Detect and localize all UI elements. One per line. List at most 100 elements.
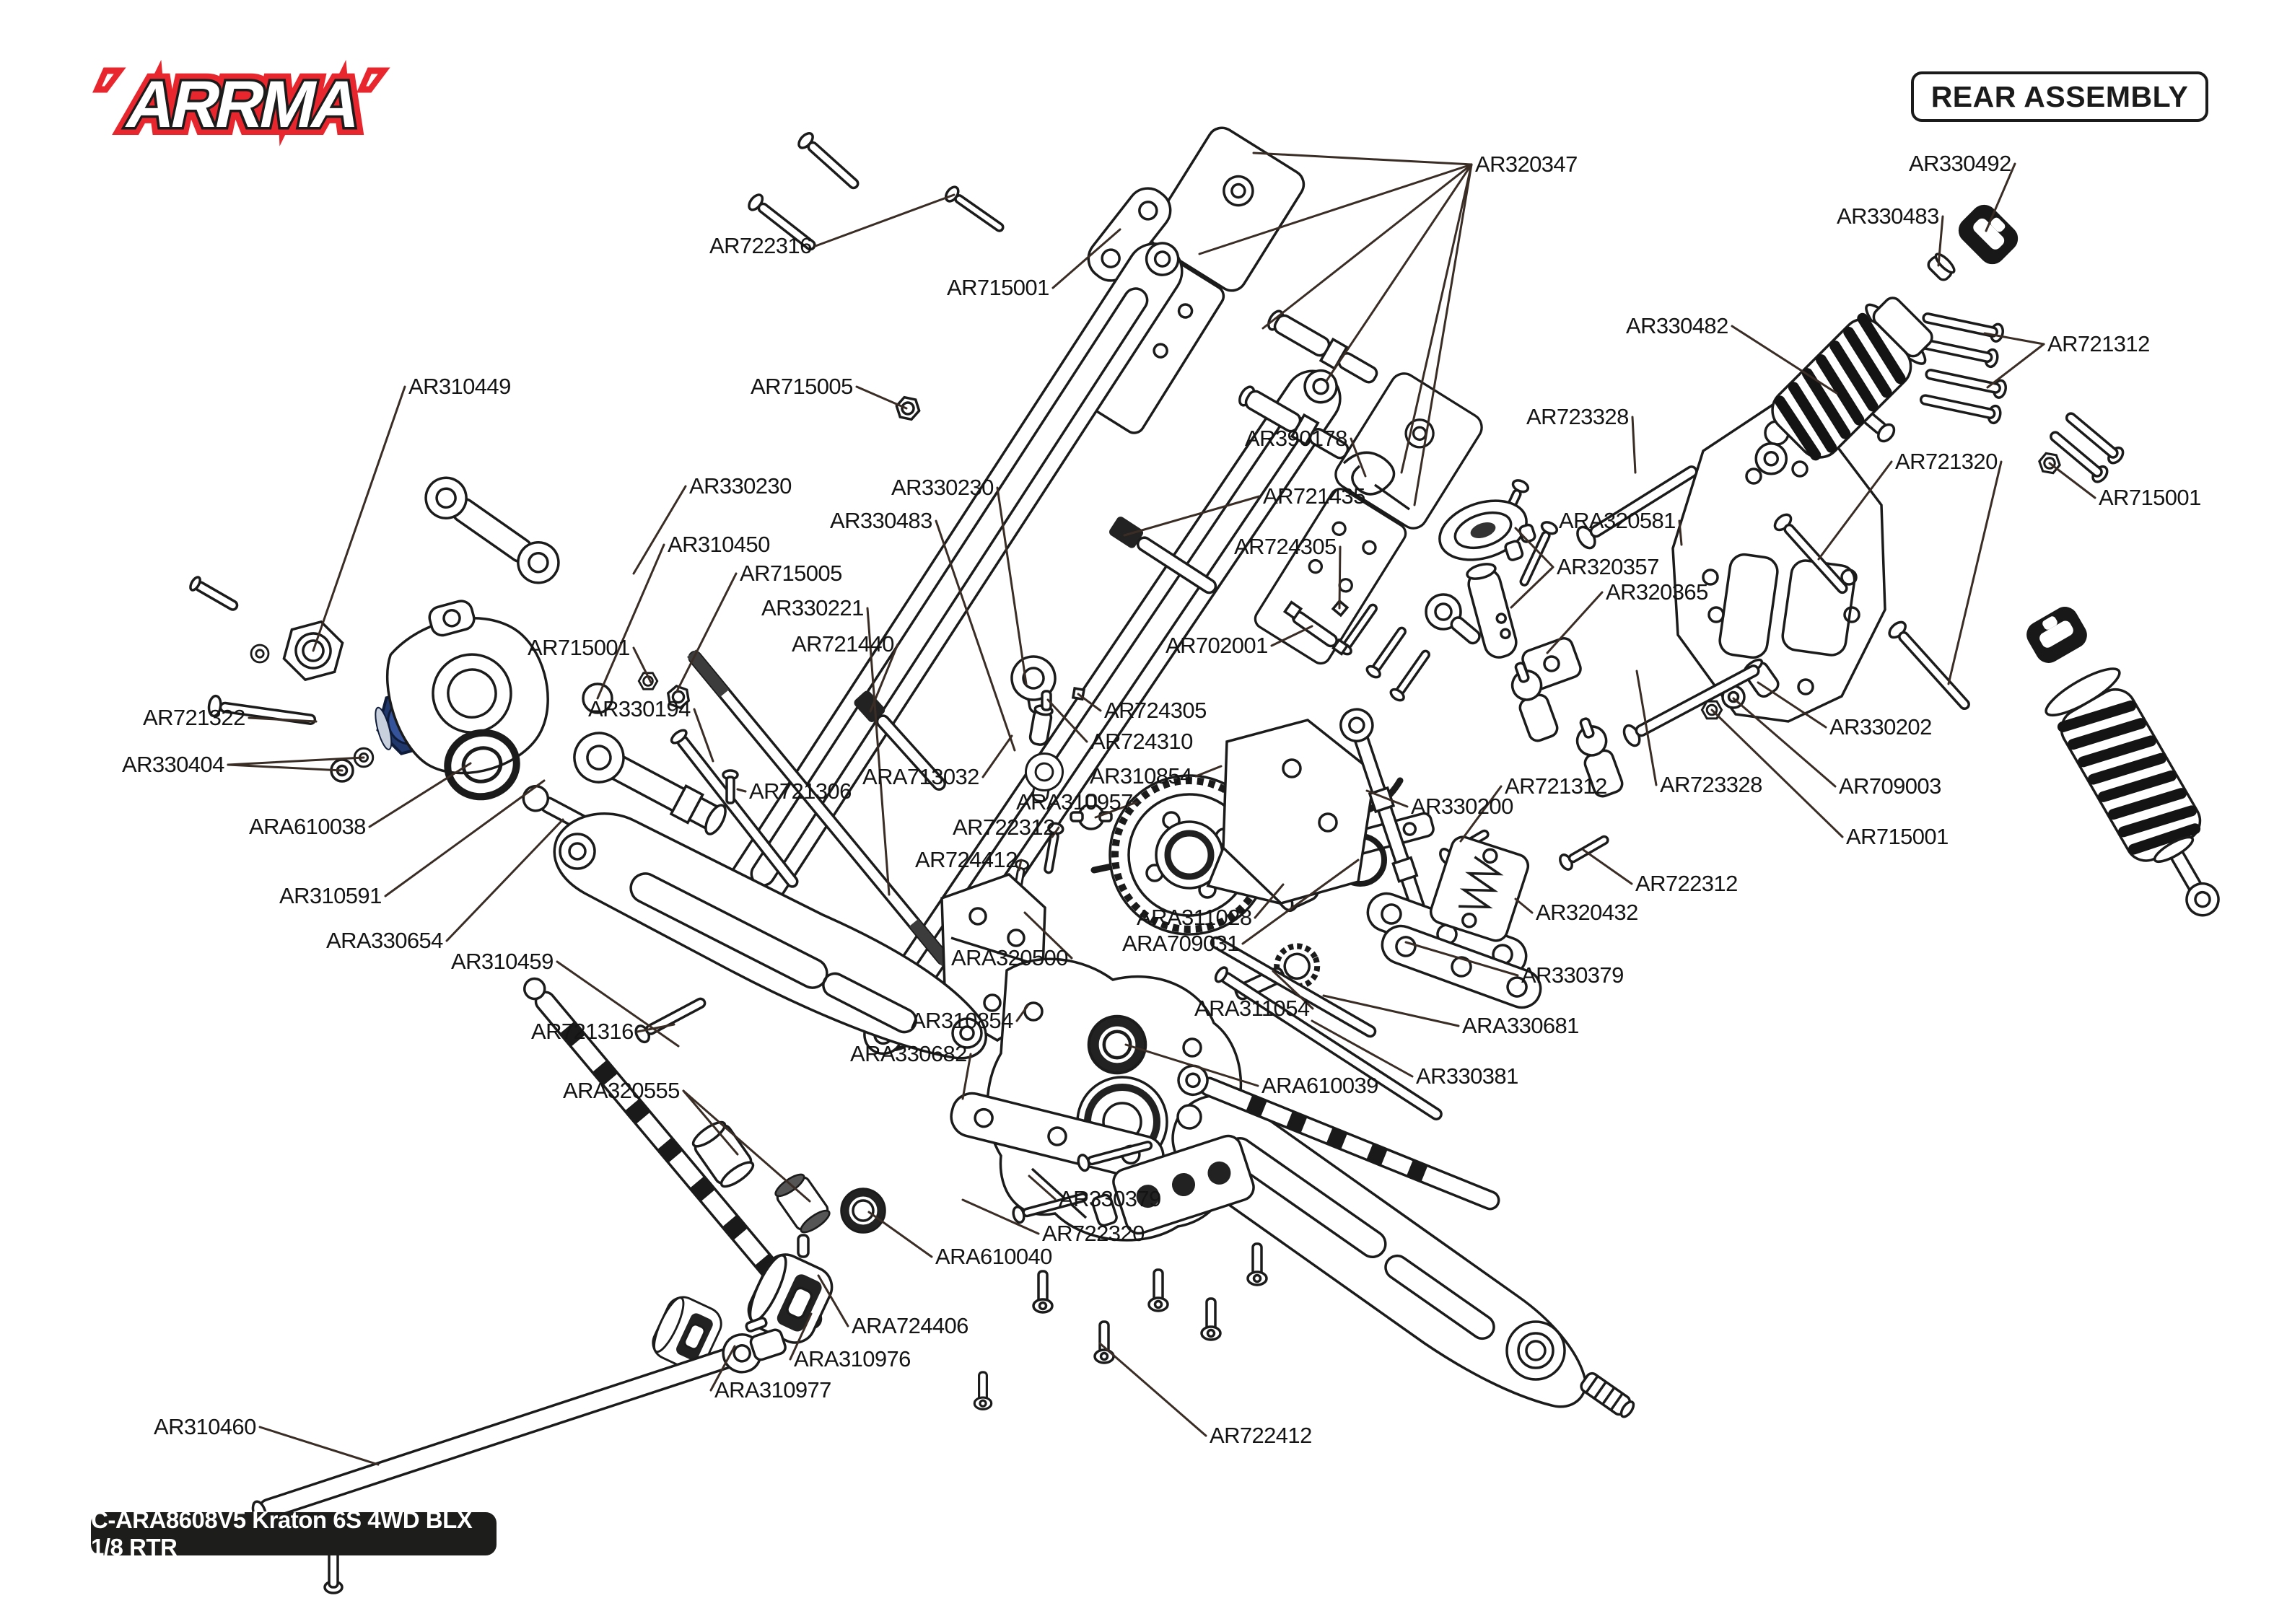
part-label: AR310854 [911,1008,1013,1033]
part-label: AR715001 [528,635,630,660]
part-label: AR330381 [1416,1063,1518,1089]
leader-line [248,716,318,723]
leader-line [1325,163,1473,382]
swaybar-retainer [1438,499,1536,561]
camber-link-left [424,476,560,584]
leader-line [1983,332,2045,346]
part-label: AR724310 [1090,729,1193,754]
leader-line [869,643,899,713]
part-label: AR721312 [2047,331,2150,356]
part-label: AR330483 [830,508,932,533]
leader-line [632,646,652,684]
leader-line [1322,994,1460,1027]
arrma-logo-graphic: ARRMA ARRMA [92,59,390,149]
part-label: AR715005 [751,374,853,399]
part-label: ARA330654 [326,928,443,953]
leader-line [1015,1004,1029,1022]
leader-line [866,607,891,896]
leader-line [368,762,472,828]
leader-line [1241,859,1360,945]
leader-line [693,708,714,763]
pivot-bushing [774,1173,831,1234]
leader-line [1194,765,1223,778]
leader-line [855,385,908,410]
leader-line [1985,162,2016,232]
leader-line [675,572,738,693]
part-label: AR330221 [761,595,864,620]
leader-line [709,1345,736,1392]
leader-line [1757,681,1827,729]
part-label: AR723328 [1526,404,1629,429]
leader-line [2048,462,2096,499]
leader-line [596,543,665,700]
leader-line [961,1053,972,1100]
differential [1108,774,1304,936]
axle-stub [573,732,727,835]
suspension-arm-left [553,812,987,1060]
shock-absorber-lower [2045,667,2220,917]
part-label: AR330379 [1521,962,1624,988]
leader-line [1400,163,1473,474]
part-label: AR310854 [1090,763,1192,789]
shock-cap-upper [1958,204,2019,265]
leader-line [1817,460,1893,561]
leader-line [1710,708,1844,838]
leader-line [682,1089,811,1203]
leader-line [636,1023,675,1033]
leader-line [1514,897,1534,914]
suspension-mount-block [1091,1134,1255,1235]
leader-line [556,960,680,1048]
leader-line [384,779,546,897]
rod-end-rear [1425,593,1481,645]
part-label: AR715001 [947,275,1049,300]
part-label: AR330482 [1626,313,1728,338]
part-label: AR310460 [154,1414,256,1439]
part-label: ARA709031 [1122,931,1239,956]
part-label: AR330379 [1059,1186,1161,1211]
part-label: AR330404 [122,752,224,777]
part-label: AR320432 [1536,900,1638,925]
part-label: ARA610040 [935,1244,1052,1269]
part-label: AR721435 [1263,483,1365,509]
leader-line [1094,801,1138,819]
page-title-text: REAR ASSEMBLY [1930,79,2189,113]
leader-line [258,1426,380,1466]
leader-line [1051,826,1060,838]
svg-text:ARRMA: ARRMA [121,67,367,141]
part-label: ARA724406 [852,1313,968,1338]
pivot-bushing [691,1120,755,1188]
part-label: ARA320581 [1559,508,1676,533]
part-label: AR721322 [143,705,245,730]
leader-line [1272,970,1314,1010]
leader-line [1937,215,1944,267]
part-label: AR722316 [709,233,812,258]
part-label: AR724412 [915,847,1018,872]
part-label: AR330202 [1829,714,1932,739]
leader-line [1252,152,1473,166]
leader-line [1546,591,1604,654]
diff-spider [1070,794,1113,830]
drive-cup-small [652,1296,722,1371]
leader-line [1514,527,1554,569]
part-label: AR715001 [2099,485,2201,510]
leader-line [981,734,1013,778]
model-code-badge: C-ARA8608V5 Kraton 6S 4WD BLX 1/8 RTR [91,1506,497,1561]
part-label: AR310591 [279,883,382,908]
part-label: AR320347 [1475,152,1578,177]
part-label: ARA330682 [850,1041,967,1066]
leader-line [1018,859,1023,872]
leader-line [1098,1342,1207,1437]
leader-line [1254,883,1285,919]
leader-line [1046,698,1088,743]
leader-line [867,1211,933,1258]
leader-line [1635,670,1658,786]
part-label: AR724305 [1104,698,1207,723]
leader-line [1051,228,1121,289]
leader-line [1731,325,1838,395]
part-label: AR330230 [689,473,792,499]
leader-line [1123,495,1261,537]
leader-line [1311,1019,1414,1078]
part-label: ARA610038 [249,814,366,839]
